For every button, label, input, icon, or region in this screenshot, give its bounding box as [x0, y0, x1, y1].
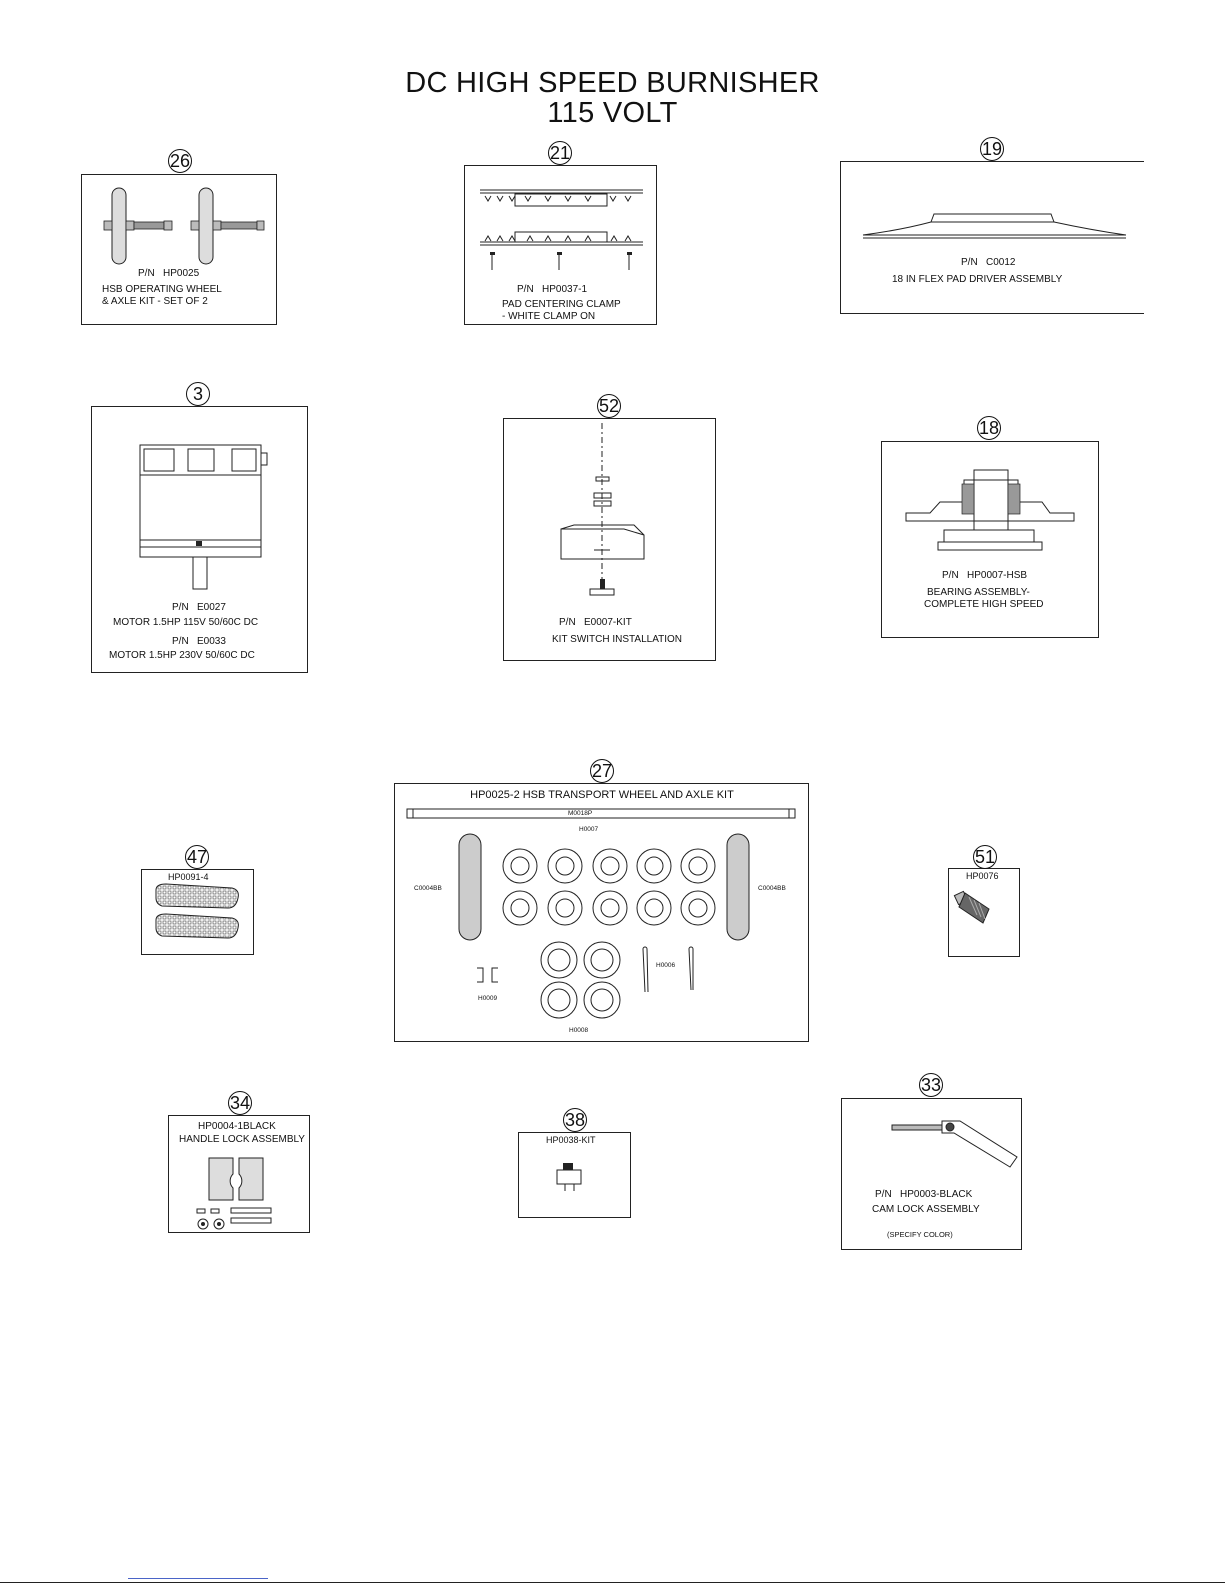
- part-3-pn: E0027: [197, 602, 226, 613]
- callout-27: 27: [590, 759, 614, 783]
- transport-wheel-kit-drawing: [406, 808, 796, 1019]
- part-27-label-pin: H0006: [656, 962, 676, 969]
- panel-part-47: HP0091-4: [141, 869, 254, 955]
- callout-38: 38: [563, 1108, 587, 1132]
- part-3-pn-label2: P/N: [172, 636, 189, 647]
- bearing-assembly-drawing: [905, 469, 1075, 551]
- part-52-pn: E0007-KIT: [584, 617, 632, 628]
- part-52-desc1: KIT SWITCH INSTALLATION: [552, 634, 683, 645]
- footer-link-underline[interactable]: [128, 1578, 268, 1579]
- part-18-pn: HP0007-HSB: [967, 570, 1028, 581]
- part-33-note: (SPECIFY COLOR): [887, 1230, 953, 1239]
- part-3-desc1: MOTOR 1.5HP 115V 50/60C DC: [113, 617, 259, 628]
- part-38-pn: HP0038-KIT: [546, 1135, 596, 1145]
- part-27-label-wheel-left: C0004BB: [414, 885, 442, 892]
- panel-part-26: P/N HP0025 HSB OPERATING WHEEL & AXLE KI…: [81, 174, 277, 325]
- flex-pad-driver-drawing: [862, 213, 1127, 239]
- callout-3: 3: [186, 382, 210, 406]
- panel-part-27: HP0025-2 HSB TRANSPORT WHEEL AND AXLE KI…: [394, 783, 809, 1042]
- panel-part-38: HP0038-KIT: [518, 1132, 631, 1218]
- callout-18: 18: [977, 416, 1001, 440]
- part-18-pn-label: P/N: [942, 570, 959, 581]
- knob-drawing: [953, 890, 990, 924]
- part-33-desc1: CAM LOCK ASSEMBLY: [872, 1204, 980, 1215]
- part-19-desc1: 18 IN FLEX PAD DRIVER ASSEMBLY: [892, 274, 1063, 285]
- part-21-pn-label: P/N: [517, 284, 534, 295]
- part-19-pn: C0012: [986, 257, 1016, 268]
- part-19-pn-label: P/N: [961, 257, 978, 268]
- panel-part-51: HP0076: [948, 868, 1020, 957]
- part-18-desc1: BEARING ASSEMBLY-: [927, 587, 1030, 598]
- footer-rule: [0, 1582, 1225, 1583]
- part-3-pn-label: P/N: [172, 602, 189, 613]
- callout-47: 47: [185, 845, 209, 869]
- part-3-pn2: E0033: [197, 636, 226, 647]
- part-27-label-axle: M0018P: [568, 810, 593, 817]
- part-34-pn: HP0004-1BLACK: [198, 1121, 276, 1132]
- part-26-desc2: & AXLE KIT - SET OF 2: [102, 296, 208, 307]
- part-21-pn: HP0037-1: [542, 284, 588, 295]
- part-34-desc1: HANDLE LOCK ASSEMBLY: [179, 1134, 305, 1145]
- pad-centering-clamp-drawing: [480, 189, 643, 270]
- part-26-pn-label: P/N: [138, 268, 155, 279]
- panel-part-21: P/N HP0037-1 PAD CENTERING CLAMP - WHITE…: [464, 165, 657, 325]
- part-21-desc2: - WHITE CLAMP ON: [502, 311, 596, 322]
- part-3-desc2: MOTOR 1.5HP 230V 50/60C DC: [109, 650, 255, 661]
- motor-drawing: [139, 444, 268, 590]
- cam-lock-drawing: [891, 1120, 1018, 1168]
- part-27-heading: HP0025-2 HSB TRANSPORT WHEEL AND AXLE KI…: [470, 789, 734, 801]
- callout-34: 34: [228, 1091, 252, 1115]
- page-title: DC HIGH SPEED BURNISHER: [405, 67, 820, 99]
- callout-33: 33: [919, 1073, 943, 1097]
- part-21-desc1: PAD CENTERING CLAMP: [502, 299, 621, 310]
- operating-wheel-axle-drawing: [103, 187, 265, 265]
- panel-part-52: P/N E0007-KIT KIT SWITCH INSTALLATION: [503, 418, 716, 661]
- panel-part-34: HP0004-1BLACK HANDLE LOCK ASSEMBLY: [168, 1115, 310, 1233]
- part-47-pn: HP0091-4: [168, 872, 209, 882]
- part-27-label-clip: H0009: [478, 995, 498, 1002]
- part-27-label-h0007: H0007: [579, 826, 599, 833]
- part-26-pn: HP0025: [163, 268, 200, 279]
- switch-drawing: [556, 1163, 582, 1191]
- handle-lock-drawing: [196, 1157, 272, 1230]
- part-26-desc1: HSB OPERATING WHEEL: [102, 284, 222, 295]
- grip-pads-drawing: [155, 883, 239, 939]
- callout-26: 26: [168, 149, 192, 173]
- panel-part-19: P/N C0012 18 IN FLEX PAD DRIVER ASSEMBLY: [840, 161, 1144, 314]
- callout-51: 51: [973, 845, 997, 869]
- part-33-pn-label: P/N: [875, 1189, 892, 1200]
- part-27-label-wheel-right: C0004BB: [758, 885, 786, 892]
- callout-21: 21: [548, 141, 572, 165]
- part-18-desc2: COMPLETE HIGH SPEED: [924, 599, 1044, 610]
- part-27-label-washer: H0008: [569, 1027, 589, 1034]
- part-33-pn: HP0003-BLACK: [900, 1189, 973, 1200]
- panel-part-33: P/N HP0003-BLACK CAM LOCK ASSEMBLY (SPEC…: [841, 1098, 1022, 1250]
- panel-part-18: P/N HP0007-HSB BEARING ASSEMBLY- COMPLET…: [881, 441, 1099, 638]
- part-52-pn-label: P/N: [559, 617, 576, 628]
- callout-52: 52: [597, 394, 621, 418]
- page-subtitle: 115 VOLT: [547, 97, 678, 129]
- callout-19: 19: [980, 137, 1004, 161]
- panel-part-3: P/N E0027 MOTOR 1.5HP 115V 50/60C DC P/N…: [91, 406, 308, 673]
- switch-kit-drawing: [560, 423, 645, 596]
- part-51-pn: HP0076: [966, 871, 999, 881]
